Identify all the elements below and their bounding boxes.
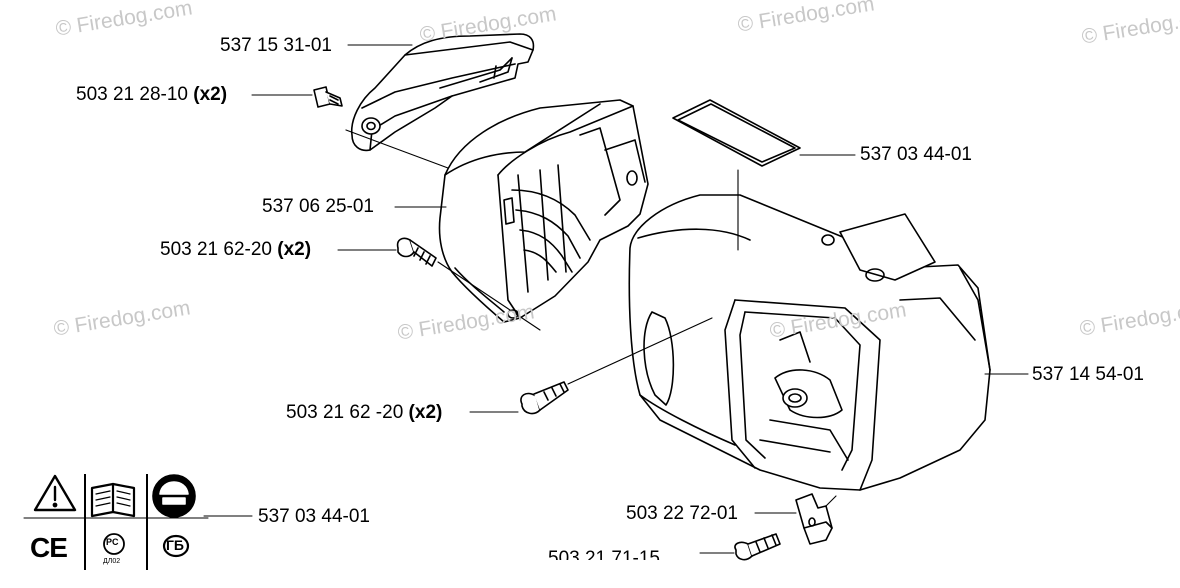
part-number: 503 21 62-20 (160, 239, 272, 260)
part-number: 503 21 28-10 (76, 84, 188, 105)
part-number: 537 14 54-01 (1032, 364, 1144, 385)
leader-lines (23, 44, 1029, 554)
divider (146, 474, 148, 570)
head-protection-icon (152, 474, 196, 518)
part-number: 503 21 71-15 (548, 548, 660, 569)
callout-top-screw: 503 21 28-10 (x2) (76, 84, 227, 106)
warning-triangle-icon (33, 474, 77, 512)
gost-mark-icon (162, 534, 190, 558)
callout-lower-screw: 503 21 62 -20 (x2) (286, 402, 442, 424)
quantity: (x2) (193, 84, 228, 105)
callout-top-cover: 537 15 31-01 (220, 35, 332, 57)
callout-label-set: 537 03 44-01 (258, 506, 370, 528)
callout-clip: 503 22 72-01 (626, 503, 738, 525)
callout-air-filter-cover: 537 06 25-01 (262, 196, 374, 218)
callout-main-housing: 537 14 54-01 (1032, 364, 1144, 386)
callout-bottom-screw-partial: 503 21 71-15 (548, 548, 660, 569)
lower-screw-part (520, 381, 569, 415)
top-cover-part (350, 33, 535, 152)
part-number: 537 15 31-01 (220, 35, 332, 56)
main-housing-part (628, 194, 991, 491)
part-number: 537 03 44-01 (258, 506, 370, 527)
part-number: 537 03 44-01 (860, 144, 972, 165)
clip-part (795, 493, 833, 545)
ce-mark: CE (30, 532, 68, 563)
pct-mark-subtext: ДЛ02 (103, 558, 121, 565)
callout-decal: 537 03 44-01 (860, 144, 972, 166)
bottom-screw-part (734, 533, 781, 561)
divider (84, 474, 86, 570)
manual-book-icon (90, 482, 136, 518)
quantity: (x2) (408, 402, 443, 423)
gost-mark-text: ГБ (166, 537, 184, 553)
part-number: 503 22 72-01 (626, 503, 738, 524)
top-screw-part (313, 86, 343, 108)
callout-mid-screw: 503 21 62-20 (x2) (160, 239, 311, 261)
quantity: (x2) (277, 239, 312, 260)
air-filter-cover-part (438, 99, 649, 323)
pct-mark-text: PC (106, 537, 119, 547)
decal-part (672, 99, 801, 167)
part-number: 503 21 62 -20 (286, 402, 404, 423)
part-number: 537 06 25-01 (262, 196, 374, 217)
pct-mark-icon (103, 533, 125, 555)
mid-screw-part (396, 237, 437, 267)
